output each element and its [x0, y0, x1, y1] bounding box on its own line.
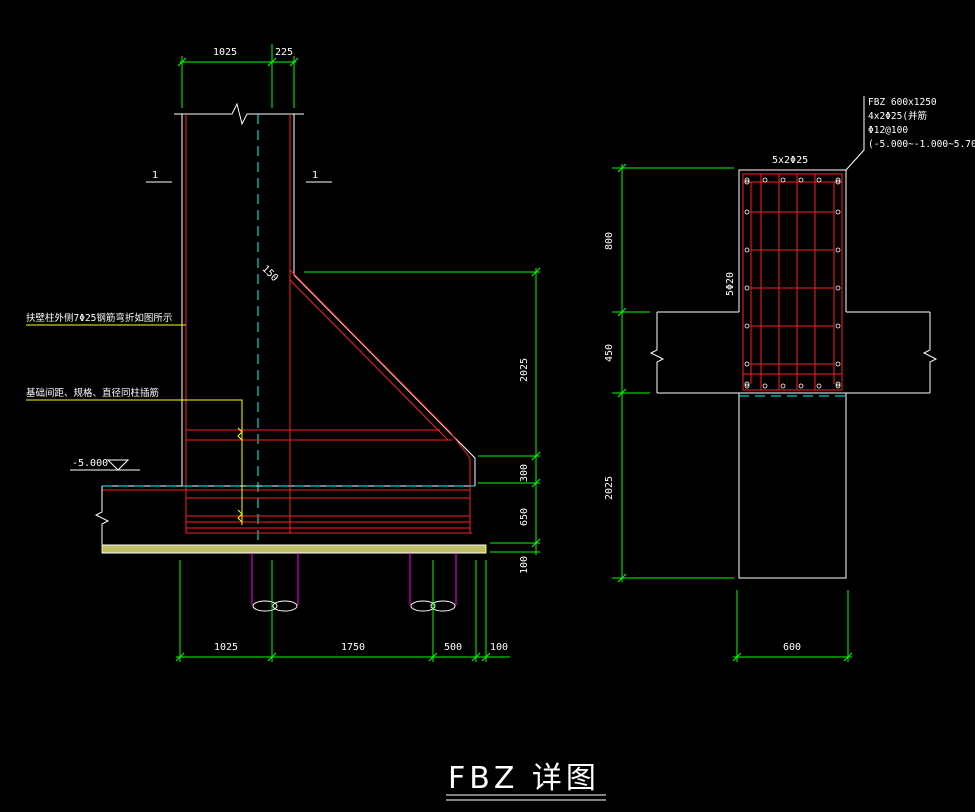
right-dim-2025: 2025	[519, 358, 530, 382]
right-bottom-dim-600: 600	[783, 642, 801, 653]
rebar-dot	[835, 383, 841, 389]
rebar-dot	[744, 383, 750, 389]
elevation-marker: -5.000	[70, 458, 140, 471]
tag-line-2: 4x2Φ25(并筋	[868, 110, 927, 122]
rebar-dot	[744, 209, 750, 215]
rebar-dot	[835, 285, 841, 291]
tag-line-4: (-5.000~-1.000~5.700)	[868, 139, 975, 150]
left-dim-800: 800	[604, 232, 615, 250]
rebar-dot	[762, 177, 768, 183]
break-marks	[94, 427, 243, 545]
rebar-dot	[744, 381, 750, 387]
top-dimension: 1025 225	[177, 44, 299, 108]
rebar-dot	[835, 361, 841, 367]
rebar-dot	[835, 209, 841, 215]
rebar-dot	[835, 179, 841, 185]
rebar-left-view	[102, 114, 475, 534]
bottom-dim-1750: 1750	[341, 642, 365, 653]
section-outline	[649, 169, 938, 579]
section-marks: 1 1	[146, 170, 332, 183]
section-mark-right: 1	[312, 170, 318, 181]
top-rebar-label: 5x2Φ25	[772, 155, 808, 166]
rebar-dot	[835, 177, 841, 183]
rebar-dot	[816, 383, 822, 389]
left-elevation-view: 1025 225	[26, 44, 541, 662]
left-vertical-dimension: 800 450 2025	[604, 163, 734, 583]
bottom-dim-100: 100	[490, 642, 508, 653]
drawing-title: FBZ 详图	[446, 761, 606, 801]
wall-outline	[102, 102, 476, 487]
bend-label: 150	[259, 264, 280, 285]
rebar-dot	[744, 361, 750, 367]
rebar-dot	[744, 179, 750, 185]
rebar-bar-dots	[744, 177, 841, 389]
right-section-view: 5x2Φ25 5Φ20 FBZ 600x1250 4x2Φ25(并筋 Φ12@1…	[604, 96, 975, 662]
rebar-cage	[742, 173, 843, 391]
top-dim-1025: 1025	[213, 47, 237, 58]
tag-line-1: FBZ 600x1250	[868, 97, 937, 108]
rebar-dot	[780, 177, 786, 183]
bottom-dimension: 1025 1750 500 100	[175, 560, 510, 662]
rebar-dot	[835, 381, 841, 387]
right-dim-650: 650	[519, 508, 530, 526]
side-rebar-label: 5Φ20	[725, 272, 736, 296]
piles	[251, 553, 457, 612]
top-dim-225: 225	[275, 47, 293, 58]
rebar-dot	[762, 383, 768, 389]
rebar-dot	[798, 177, 804, 183]
note-spacing: 基础间距、规格、直径同柱插筋	[26, 387, 159, 399]
rebar-dot	[835, 323, 841, 329]
right-vertical-dimension: 2025 300 650 100	[304, 267, 541, 574]
right-bottom-dimension: 600	[732, 590, 853, 662]
tag-line-3: Φ12@100	[868, 125, 908, 136]
rebar-dot	[780, 383, 786, 389]
right-dim-300: 300	[519, 464, 530, 482]
column-tag: FBZ 600x1250 4x2Φ25(并筋 Φ12@100 (-5.000~-…	[845, 96, 975, 171]
elevation-label: -5.000	[72, 458, 108, 469]
left-dim-450: 450	[604, 344, 615, 362]
title-text: FBZ 详图	[448, 761, 600, 796]
rebar-dot	[744, 323, 750, 329]
rebar-dot	[744, 177, 750, 183]
rebar-dot	[816, 177, 822, 183]
notes: 扶壁柱外侧7Φ25钢筋弯折如图所示 基础间距、规格、直径同柱插筋	[26, 312, 243, 525]
rebar-dot	[798, 383, 804, 389]
rebar-dot	[835, 247, 841, 253]
cushion-layer	[101, 544, 487, 554]
section-mark-left: 1	[152, 170, 158, 181]
bottom-dim-500: 500	[444, 642, 462, 653]
rebar-dot	[744, 247, 750, 253]
bottom-dim-1025: 1025	[214, 642, 238, 653]
rebar-dot	[744, 285, 750, 291]
note-rebar-bend: 扶壁柱外侧7Φ25钢筋弯折如图所示	[26, 312, 172, 324]
left-dim-2025: 2025	[604, 476, 615, 500]
right-dim-100: 100	[519, 556, 530, 574]
